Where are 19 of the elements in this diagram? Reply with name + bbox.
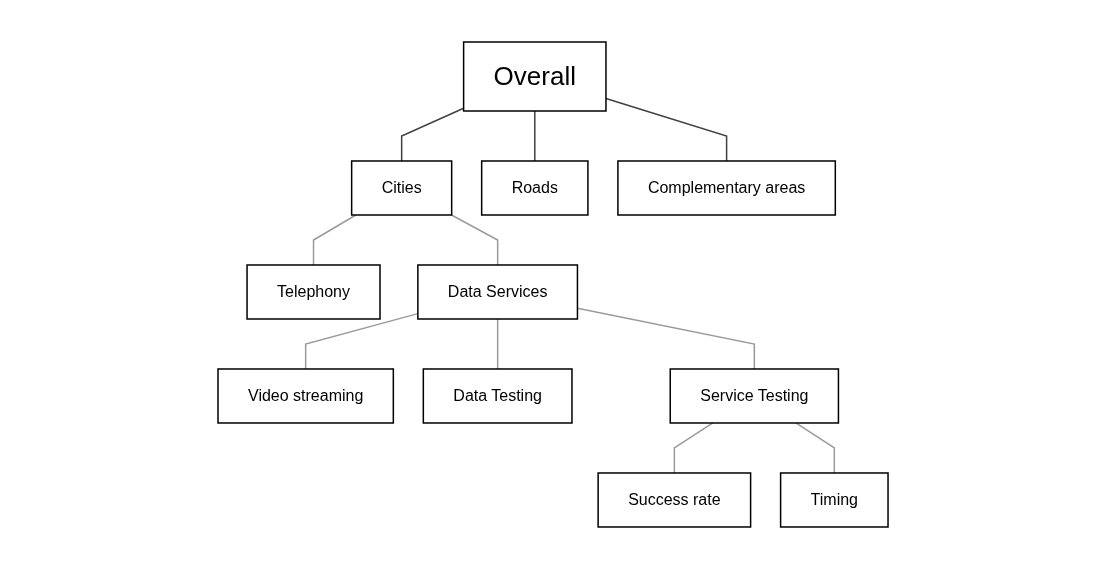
connector: [401, 107, 465, 162]
connector: [534, 110, 536, 162]
connector: [313, 214, 358, 266]
node-box: Telephony: [246, 264, 382, 320]
node-box: Roads: [481, 160, 590, 216]
node-box: Complementary areas: [617, 160, 837, 216]
node-box: Service Testing: [670, 368, 840, 424]
node-box: Video streaming: [217, 368, 395, 424]
node-box: Cities: [351, 160, 453, 216]
connector: [451, 214, 499, 266]
node-box: Timing: [780, 472, 890, 528]
node-box: Overall: [463, 41, 608, 112]
node-box: Data Testing: [423, 368, 574, 424]
connector: [497, 318, 499, 370]
node-box: Success rate: [597, 472, 752, 528]
node-box: Data Services: [417, 264, 579, 320]
connector: [577, 307, 756, 370]
connector: [674, 422, 715, 474]
connector: [795, 422, 836, 474]
